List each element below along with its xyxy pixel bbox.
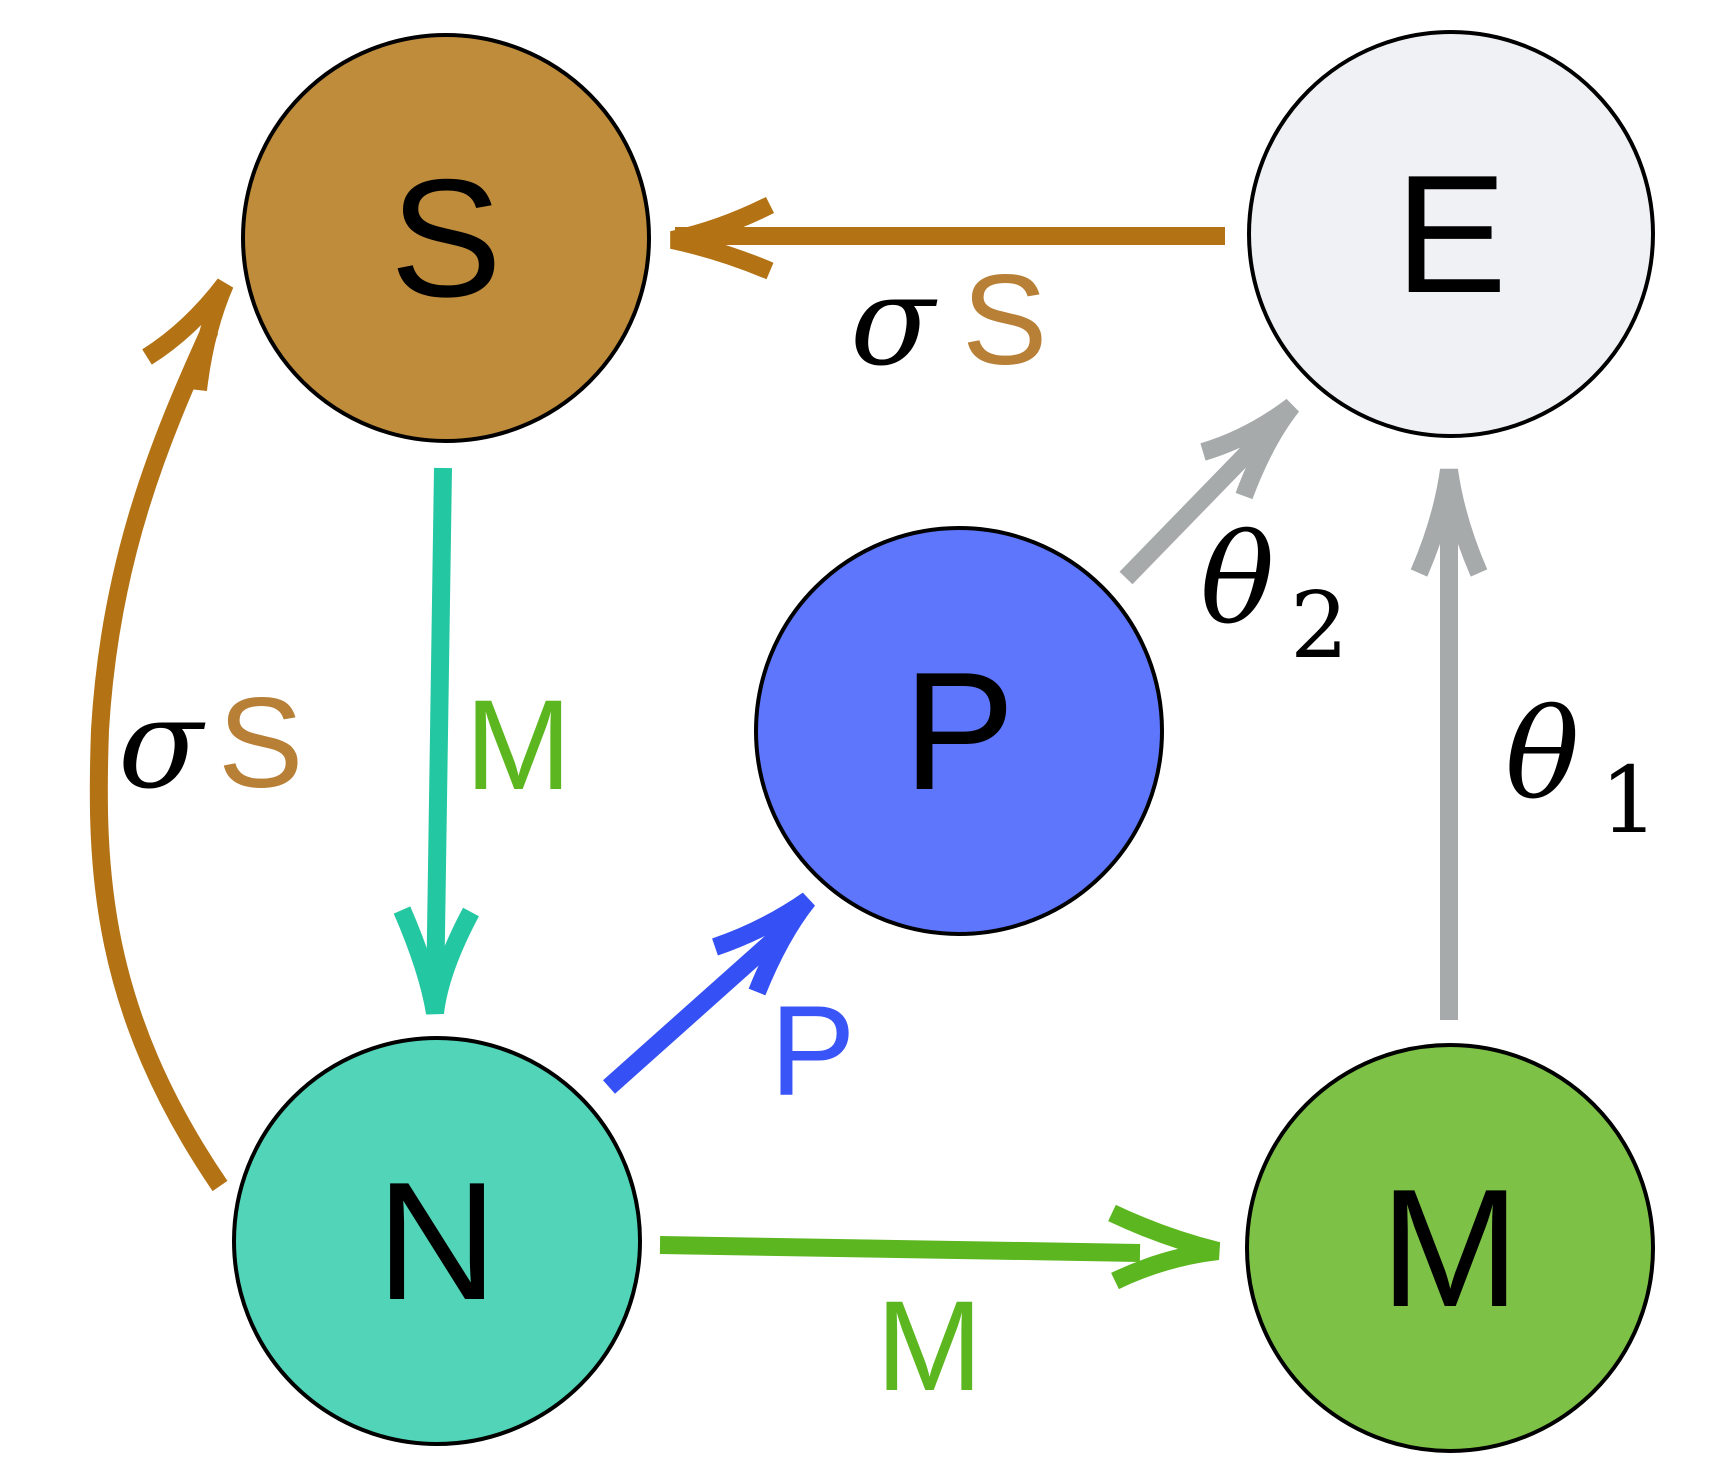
label-e-to-s: σ S	[850, 249, 1047, 394]
node-m-label: M	[1380, 1154, 1520, 1342]
label-n-to-m-rate: M	[876, 1275, 983, 1418]
arrow-n-to-m	[659, 1204, 1221, 1290]
node-p: P	[754, 526, 1164, 936]
label-p-to-e-subscript: 2	[1290, 572, 1349, 679]
node-e: E	[1247, 30, 1655, 438]
arrow-s-to-n	[393, 467, 479, 1015]
label-n-to-s-rate: S	[218, 672, 303, 815]
node-p-label: P	[903, 637, 1015, 825]
label-s-to-n-rate: M	[465, 674, 572, 817]
label-p-to-e-theta: θ	[1200, 508, 1275, 652]
label-p-to-e: θ 2	[1200, 508, 1349, 679]
arrow-p-to-e	[1119, 398, 1300, 585]
node-n-label: N	[376, 1147, 497, 1335]
node-s: S	[241, 33, 651, 443]
label-n-to-s: σ S	[118, 672, 303, 817]
node-m: M	[1245, 1043, 1655, 1453]
node-p-circle	[754, 526, 1164, 936]
arrow-n-to-s	[89, 278, 234, 1192]
node-n: N	[232, 1036, 642, 1446]
arrow-m-to-e	[1410, 468, 1488, 1020]
label-n-to-p-rate: P	[770, 980, 855, 1123]
node-e-label: E	[1395, 140, 1507, 328]
node-s-label: S	[390, 144, 502, 332]
label-m-to-e-subscript: 1	[1600, 747, 1659, 854]
arrow-n-to-p	[603, 892, 816, 1094]
label-e-to-s-sigma: σ	[850, 250, 938, 394]
label-m-to-e: θ 1	[1505, 683, 1659, 854]
arrow-e-to-s	[670, 196, 1225, 280]
label-n-to-s-sigma: σ	[118, 673, 206, 817]
label-e-to-s-rate: S	[962, 249, 1047, 392]
node-e-circle	[1247, 30, 1655, 438]
node-s-circle	[241, 33, 651, 443]
label-m-to-e-theta: θ	[1505, 683, 1580, 827]
node-n-circle	[232, 1036, 642, 1446]
node-m-circle	[1245, 1043, 1655, 1453]
